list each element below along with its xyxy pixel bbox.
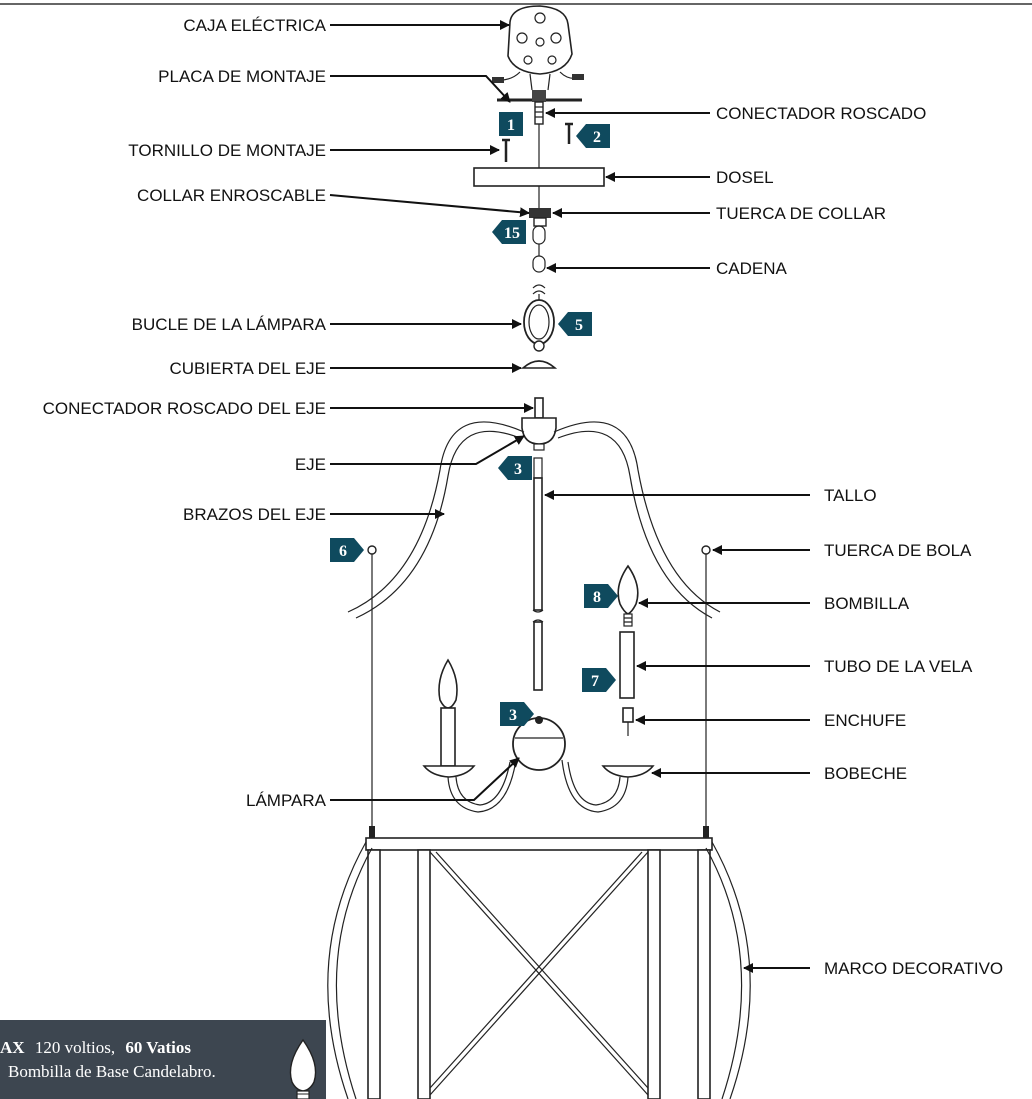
socket-part (622, 707, 634, 736)
candle-tube-part (619, 631, 635, 699)
label-conectador-roscado-eje: CONECTADOR ROSCADO DEL EJE (43, 399, 326, 418)
svg-text:2: 2 (593, 129, 601, 146)
label-brazos-eje: BRAZOS DEL EJE (183, 505, 326, 524)
loop-part (523, 294, 555, 352)
bulb-part (617, 564, 639, 627)
hub-part (521, 417, 557, 445)
bobeche-part (601, 765, 655, 778)
canopy-part (473, 167, 605, 187)
label-eje: EJE (295, 455, 326, 474)
label-marco-decorativo: MARCO DECORATIVO (824, 959, 1003, 978)
svg-text:5: 5 (575, 317, 583, 334)
label-cadena: CADENA (716, 259, 788, 278)
note-voltage: 120 voltios, (35, 1038, 115, 1057)
label-enchufe: ENCHUFE (824, 711, 906, 730)
svg-text:1: 1 (507, 117, 515, 134)
step-badge-1: 1 (499, 112, 523, 136)
stem-part (532, 457, 544, 691)
hub-arms-part (347, 421, 721, 619)
label-bombilla: BOMBILLA (824, 594, 910, 613)
step-badge-6: 6 (330, 538, 364, 562)
label-dosel: DOSEL (716, 168, 774, 187)
label-lampara: LÁMPARA (246, 791, 327, 810)
svg-text:7: 7 (591, 673, 599, 690)
svg-text:3: 3 (509, 707, 517, 724)
step-badge-8: 8 (584, 584, 618, 608)
label-collar-enroscable: COLLAR ENROSCABLE (137, 186, 326, 205)
step-badge-3-hub: 3 (498, 456, 532, 480)
step-badge-2: 2 (576, 124, 610, 148)
svg-text:3: 3 (514, 461, 522, 478)
svg-text:8: 8 (593, 589, 601, 606)
leader-lines (329, 20, 810, 973)
note-wattage: 60 Vatios (125, 1038, 191, 1057)
collar-part (529, 208, 551, 227)
bulb-spec-note: AX 120 voltios, 60 Vatios Bombilla de Ba… (0, 1020, 326, 1099)
note-bulb-type: Bombilla de Base Candelabro. (8, 1062, 216, 1081)
label-placa-montaje: PLACA DE MONTAJE (158, 67, 326, 86)
step-badge-15: 15 (492, 220, 526, 244)
step-badge-3-lamp: 3 (500, 702, 534, 726)
label-caja-electrica: CAJA ELÉCTRICA (183, 16, 326, 35)
svg-text:6: 6 (339, 543, 347, 560)
label-conectador-roscado: CONECTADOR ROSCADO (716, 104, 926, 123)
label-tubo-vela: TUBO DE LA VELA (824, 657, 973, 676)
mounting-plate-part (497, 90, 582, 102)
threaded-connector-part (534, 101, 544, 125)
chain-part (532, 225, 546, 295)
hub-cover-part (520, 360, 558, 369)
label-bucle-lampara: BUCLE DE LA LÁMPARA (132, 315, 327, 334)
label-tuerca-collar: TUERCA DE COLLAR (716, 204, 886, 223)
step-badge-5: 5 (558, 312, 592, 336)
label-cubierta-eje: CUBIERTA DEL EJE (169, 359, 326, 378)
step-badge-7: 7 (582, 668, 616, 692)
label-tuerca-bola: TUERCA DE BOLA (824, 541, 972, 560)
svg-text:15: 15 (504, 225, 520, 242)
electrical-box-part (492, 5, 584, 91)
left-candle-part (422, 658, 476, 778)
note-prefix: AX (0, 1038, 25, 1057)
hub-threaded-connector-part (534, 397, 544, 419)
svg-text:AX 120 voltios, 60: AX 120 voltios, 60 Vatios (0, 1038, 191, 1057)
lamp-body-part (447, 716, 629, 813)
mounting-screw-part (502, 122, 573, 162)
label-tornillo-montaje: TORNILLO DE MONTAJE (128, 141, 326, 160)
decorative-frame-part (327, 826, 751, 1099)
label-tallo: TALLO (824, 486, 877, 505)
label-bobeche: BOBECHE (824, 764, 907, 783)
candelabra-bulb-icon (289, 1038, 317, 1099)
ball-nut-part (367, 545, 711, 830)
